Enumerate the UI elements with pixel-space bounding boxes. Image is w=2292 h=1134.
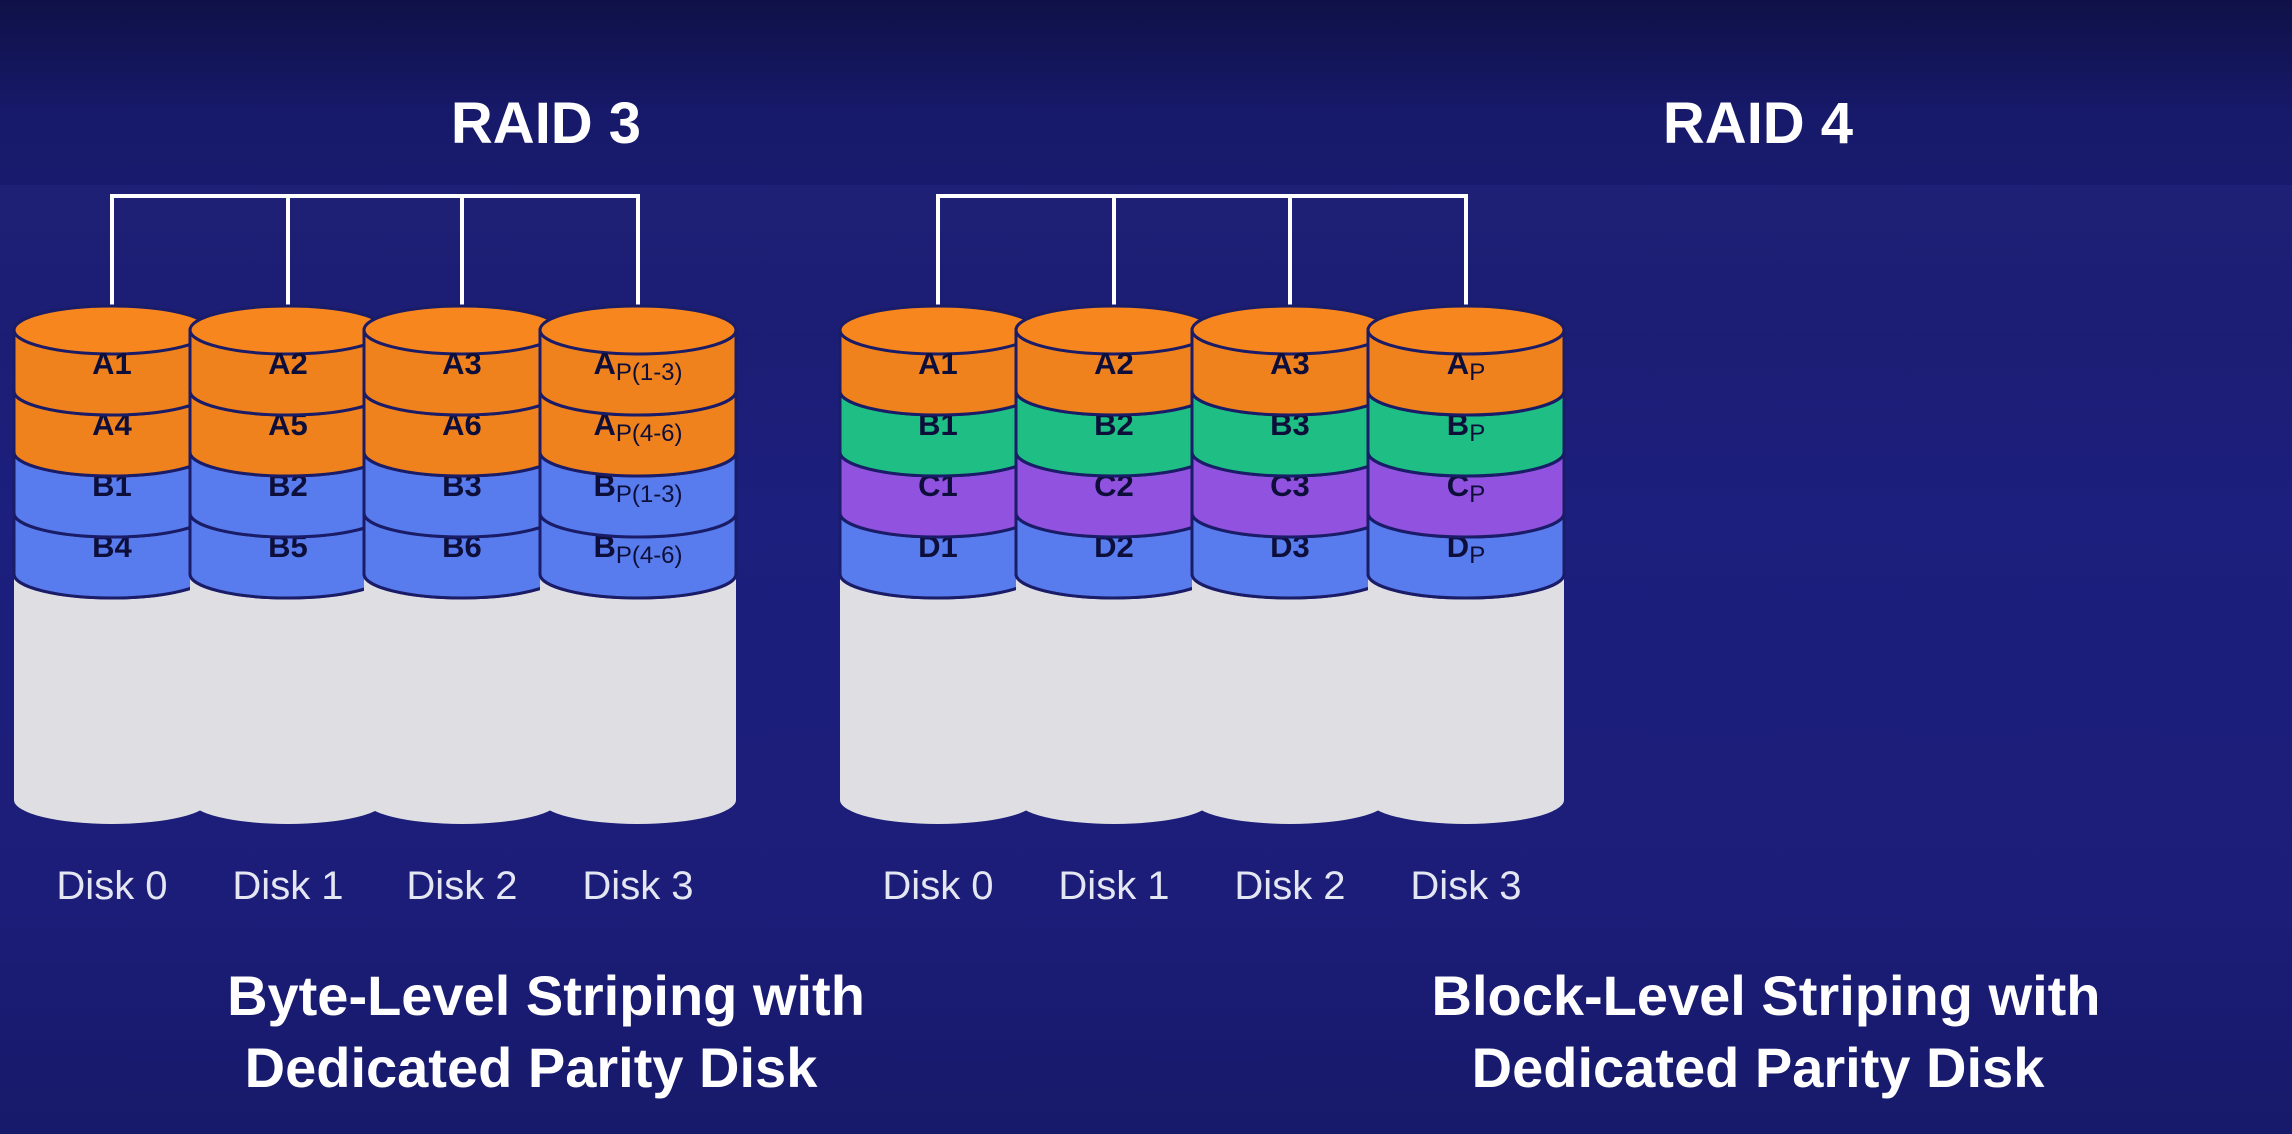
block-label: A1 (918, 346, 958, 381)
caption-line-1: Block-Level Striping with (1432, 964, 2101, 1027)
disk-body (1192, 574, 1388, 824)
data-block: A1 (838, 304, 1038, 417)
disk-label: Disk 1 (232, 864, 343, 908)
block-label-main: A (593, 407, 615, 442)
caption-line-2: Dedicated Parity Disk (245, 1036, 819, 1099)
block-label-main: A (1447, 346, 1469, 381)
connector-bracket (936, 194, 1468, 322)
panel-title: RAID 4 (1663, 91, 1853, 156)
disk-label: Disk 0 (56, 864, 167, 908)
block-label-main: A1 (918, 346, 958, 381)
block-label: A3 (1270, 346, 1310, 381)
block-label-main: A3 (1270, 346, 1310, 381)
disk-body (1368, 574, 1564, 824)
block-label: A2 (268, 346, 308, 381)
data-block: A3 (362, 304, 562, 417)
disk-label: Disk 3 (582, 864, 693, 908)
disk-body (840, 574, 1036, 824)
block-label: A1 (92, 346, 132, 381)
disk-body (14, 574, 210, 824)
block-label-sub: P(1-3) (616, 481, 683, 508)
disk-label: Disk 3 (1410, 864, 1521, 908)
block-label: AP(4-6) (593, 407, 682, 447)
block-label: A2 (1094, 346, 1134, 381)
disk-body (364, 574, 560, 824)
block-label-main: B (593, 468, 615, 503)
disk-label: Disk 2 (1234, 864, 1345, 908)
block-top (538, 304, 738, 356)
data-block: A2 (188, 304, 388, 417)
block-label: BP(4-6) (593, 529, 682, 569)
data-block: AP(1-3) (538, 304, 738, 417)
block-label-main: A1 (92, 346, 132, 381)
disk-body (1016, 574, 1212, 824)
block-label: BP(1-3) (593, 468, 682, 508)
disk: BP(4-6)BP(1-3)AP(4-6)AP(1-3)Disk 3 (538, 304, 738, 908)
data-block: A3 (1190, 304, 1390, 417)
block-label-main: A2 (1094, 346, 1134, 381)
block-label-sub: P (1469, 359, 1485, 386)
block-label-main: A3 (442, 346, 482, 381)
block-label-main: B (593, 529, 615, 564)
block-top (1366, 304, 1566, 356)
data-block: A1 (12, 304, 212, 417)
disk-label: Disk 1 (1058, 864, 1169, 908)
data-block: AP (1366, 304, 1566, 417)
block-label-sub: P(1-3) (616, 359, 683, 386)
disk-label: Disk 2 (406, 864, 517, 908)
block-label-sub: P(4-6) (616, 420, 683, 447)
block-label-sub: P (1469, 542, 1485, 569)
panel-title: RAID 3 (451, 91, 641, 156)
block-label: AP (1447, 346, 1485, 386)
block-label-main: A (593, 346, 615, 381)
block-label: AP(1-3) (593, 346, 682, 386)
disk-label: Disk 0 (882, 864, 993, 908)
block-label-sub: P (1469, 420, 1485, 447)
data-block: A2 (1014, 304, 1214, 417)
block-label-sub: P(4-6) (616, 542, 683, 569)
disk-body (190, 574, 386, 824)
caption-line-2: Dedicated Parity Disk (1472, 1036, 2046, 1099)
connector-bracket (110, 194, 640, 322)
block-label: A3 (442, 346, 482, 381)
block-label-sub: P (1469, 481, 1485, 508)
block-label-main: A2 (268, 346, 308, 381)
disk-body (540, 574, 736, 824)
caption-line-1: Byte-Level Striping with (227, 964, 865, 1027)
